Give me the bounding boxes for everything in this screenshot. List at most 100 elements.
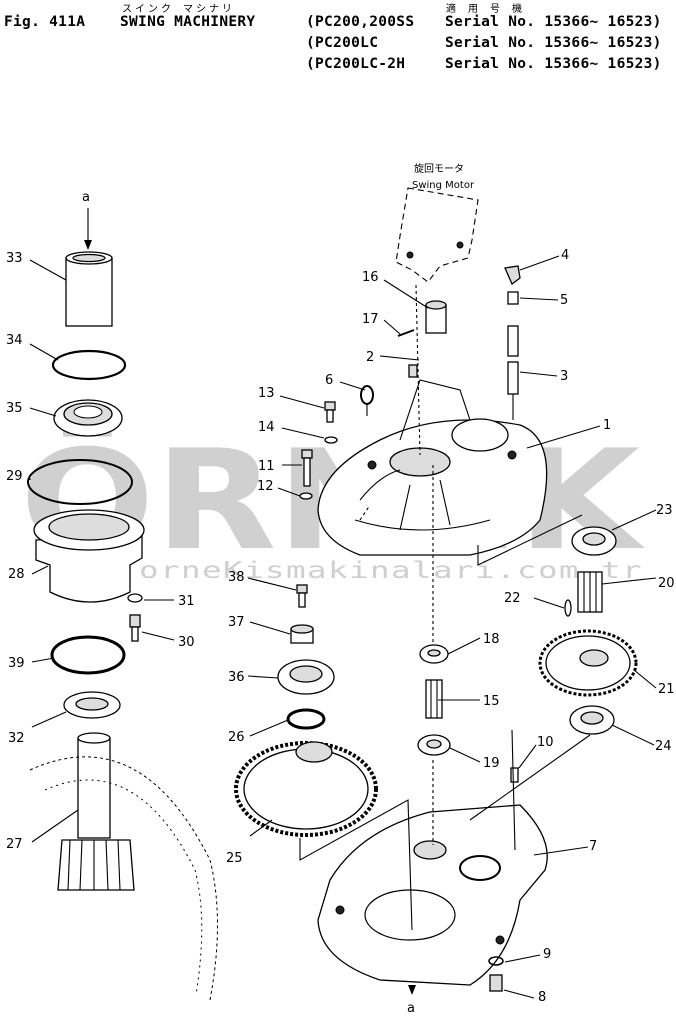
part-19-bearing <box>417 734 451 756</box>
label-28: 28 <box>8 567 25 582</box>
label-26: 26 <box>228 730 245 745</box>
label-36: 36 <box>228 670 245 685</box>
applicable-models-jp: 適 用 号 機 <box>446 4 526 15</box>
watermark-url: www.orneKismakinalari.com.tr <box>55 558 643 584</box>
label-11: 11 <box>258 459 275 474</box>
part-7-lower-case <box>317 804 548 986</box>
leader-lines <box>29 255 657 999</box>
part-39-ring <box>50 635 126 675</box>
part-28-housing <box>33 509 145 603</box>
part-18-bearing <box>419 644 449 664</box>
ref-a-top-label: a <box>82 190 90 205</box>
part-36-bearing <box>277 659 335 695</box>
swing-motor-jp-label: 旋回モータ <box>414 162 464 175</box>
label-2: 2 <box>366 350 374 365</box>
part-30-bolt <box>129 614 141 642</box>
part-3-tube <box>507 325 519 420</box>
part-2-fitting <box>408 364 418 378</box>
label-6: 6 <box>325 373 333 388</box>
part-1-upper-case <box>317 379 548 556</box>
label-3: 3 <box>560 369 568 384</box>
part-32-seal <box>63 691 121 719</box>
label-23: 23 <box>656 503 673 518</box>
part-34-snap-ring <box>51 349 127 381</box>
model-row-1-serial: Serial No. 15366~ 16523) <box>445 14 662 30</box>
model-row-2-serial: Serial No. 15366~ 16523) <box>445 35 662 51</box>
label-15: 15 <box>483 694 500 709</box>
part-29-o-ring <box>27 459 133 505</box>
part-38-bolt <box>296 584 308 608</box>
label-10: 10 <box>537 735 554 750</box>
label-24: 24 <box>655 739 672 754</box>
label-7: 7 <box>589 839 597 854</box>
label-20: 20 <box>658 576 675 591</box>
part-number-labels: 1 2 3 4 5 6 7 8 9 10 11 12 13 14 15 16 1… <box>6 248 675 1005</box>
label-5: 5 <box>560 293 568 308</box>
label-12: 12 <box>257 479 274 494</box>
part-24-bearing <box>569 705 615 735</box>
part-13-bolt <box>324 401 336 423</box>
label-1: 1 <box>603 418 611 433</box>
part-10-dowel-pin <box>510 767 519 783</box>
label-38: 38 <box>228 570 245 585</box>
figure-number: Fig. 411A <box>4 14 86 30</box>
part-17-pin <box>397 329 415 337</box>
label-30: 30 <box>178 635 195 650</box>
part-9-o-ring <box>488 956 504 966</box>
label-13: 13 <box>258 386 275 401</box>
model-row-2-model: (PC200LC <box>306 35 379 51</box>
label-22: 22 <box>504 591 521 606</box>
part-33-sleeve <box>65 251 113 327</box>
part-5-nipple <box>507 291 519 305</box>
part-11-bolt <box>301 449 313 487</box>
label-29: 29 <box>6 469 23 484</box>
assembly-lines <box>299 284 591 931</box>
part-35-bearing <box>53 399 123 437</box>
part-20-gear-shaft <box>577 571 603 613</box>
part-22-key <box>564 599 572 617</box>
ref-a-bottom-label: a <box>407 1001 415 1016</box>
part-15-pinion <box>425 679 443 719</box>
part-6-eye-bolt <box>360 385 374 416</box>
swing-motor-label: Swing Motor <box>412 180 475 191</box>
part-16-bushing <box>425 300 447 334</box>
label-27: 27 <box>6 837 23 852</box>
title-katakana: スインク マシナリ <box>122 4 236 15</box>
part-27-pinion-shaft <box>57 732 135 891</box>
figure-title: SWING MACHINERY <box>120 14 256 30</box>
label-32: 32 <box>8 731 25 746</box>
label-21: 21 <box>658 682 675 697</box>
model-row-3-model: (PC200LC-2H <box>306 56 406 72</box>
part-25-gear <box>234 741 378 837</box>
part-37-collar <box>290 624 314 644</box>
ring-gear-outline <box>29 756 218 1001</box>
label-31: 31 <box>178 594 195 609</box>
swing-motor: 旋回モータ Swing Motor <box>395 162 479 283</box>
part-31-washer <box>127 593 143 603</box>
label-4: 4 <box>561 248 569 263</box>
label-9: 9 <box>543 947 551 962</box>
part-12-washer <box>299 492 313 500</box>
label-37: 37 <box>228 615 245 630</box>
model-row-1-model: (PC200,200SS <box>306 14 415 30</box>
part-4-elbow <box>504 265 521 286</box>
model-row-3-serial: Serial No. 15366~ 16523) <box>445 56 662 72</box>
label-34: 34 <box>6 333 23 348</box>
label-35: 35 <box>6 401 23 416</box>
part-8-plug <box>489 974 503 992</box>
label-33: 33 <box>6 251 23 266</box>
label-17: 17 <box>362 312 379 327</box>
part-26-spacer <box>286 708 326 730</box>
label-8: 8 <box>538 990 546 1005</box>
label-39: 39 <box>8 656 25 671</box>
reference-a-top: a <box>82 190 92 250</box>
label-14: 14 <box>258 420 275 435</box>
label-18: 18 <box>483 632 500 647</box>
part-21-gear <box>538 629 638 697</box>
part-23-bearing <box>571 526 617 556</box>
label-19: 19 <box>483 756 500 771</box>
label-25: 25 <box>226 851 243 866</box>
part-14-washer <box>324 436 338 444</box>
label-16: 16 <box>362 270 379 285</box>
